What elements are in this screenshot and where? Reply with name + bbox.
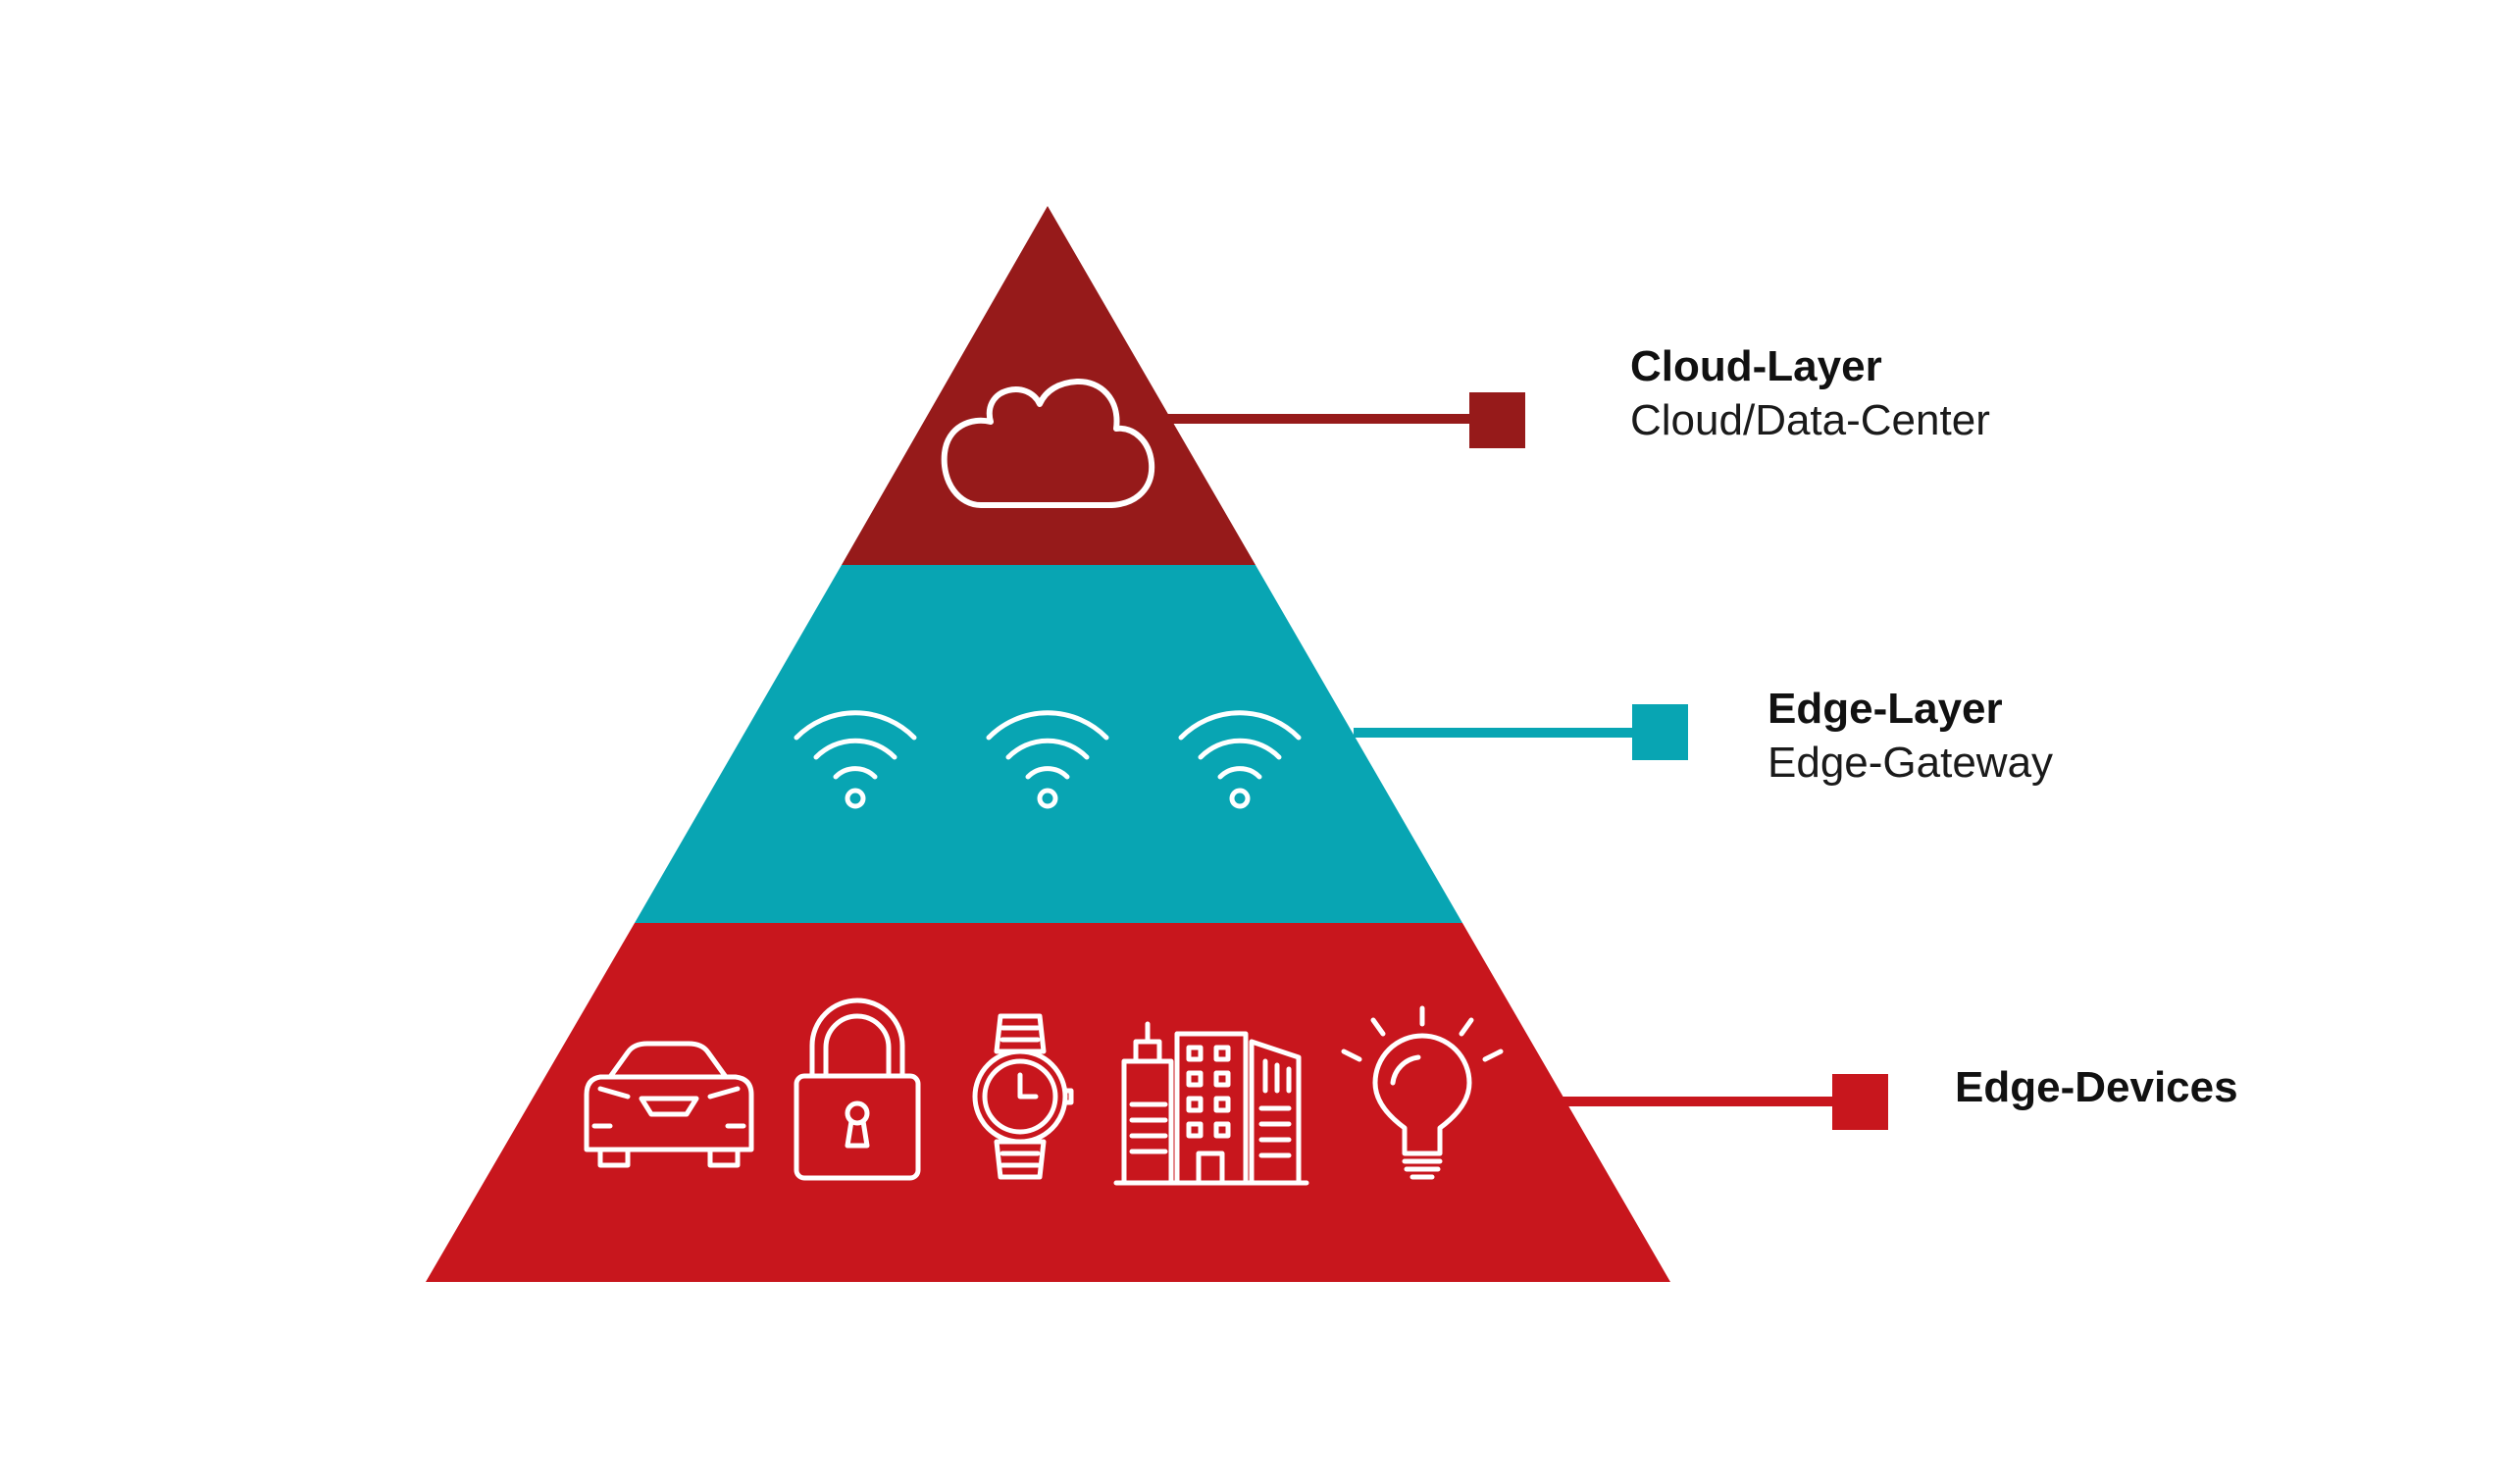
cloud-layer-connector [1167, 392, 1525, 448]
edge-layer-segment [635, 565, 1462, 923]
lightbulb-icon [1341, 1005, 1504, 1180]
edge-devices-title: Edge-Devices [1955, 1063, 2238, 1111]
car-icon [584, 1041, 754, 1168]
cloud-layer-segment [842, 206, 1256, 565]
wifi-icon [986, 710, 1109, 809]
wristwatch-icon [972, 1013, 1074, 1180]
cloud-layer-subtitle: Cloud/Data-Center [1630, 396, 1990, 444]
edge-devices-segment [426, 923, 1670, 1282]
edge-layer-connector [1354, 704, 1688, 760]
wifi-icon [794, 710, 917, 809]
wifi-icon [1178, 710, 1302, 809]
edge-layer-subtitle: Edge-Gateway [1768, 739, 2053, 787]
buildings-icon [1113, 1021, 1309, 1186]
edge-layer-title: Edge-Layer [1768, 685, 2003, 733]
edge-devices-connector [1562, 1074, 1888, 1130]
padlock-icon [794, 998, 921, 1181]
cloud-icon [941, 378, 1155, 508]
cloud-layer-title: Cloud-Layer [1630, 342, 1882, 390]
